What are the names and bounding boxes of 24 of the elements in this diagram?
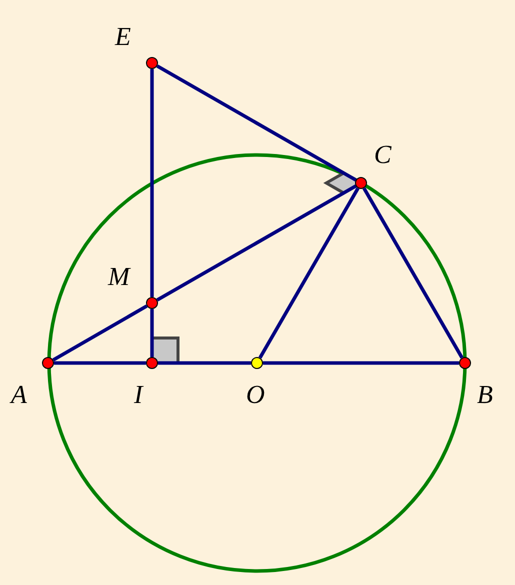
point-label: E — [115, 24, 131, 50]
line-segment — [156, 64, 357, 182]
point-label: A — [11, 382, 27, 408]
point-label: B — [477, 382, 493, 408]
point-label: C — [374, 142, 392, 168]
line-segment — [54, 361, 146, 365]
point-label: M — [108, 264, 130, 290]
point-marker — [459, 357, 471, 369]
point-label: I — [134, 382, 143, 408]
point-marker — [146, 57, 158, 69]
point-marker — [355, 177, 367, 189]
line-segment — [362, 187, 464, 359]
line-segment — [52, 304, 148, 362]
point-label: O — [246, 382, 265, 408]
line-segment — [150, 309, 154, 357]
line-segment — [263, 361, 459, 365]
point-marker — [251, 357, 263, 369]
point-marker — [42, 357, 54, 369]
line-segment — [258, 187, 360, 359]
line-segment — [156, 184, 357, 302]
line-segment — [158, 361, 251, 365]
point-marker — [146, 297, 158, 309]
line-segment — [150, 69, 154, 297]
point-marker — [146, 357, 158, 369]
